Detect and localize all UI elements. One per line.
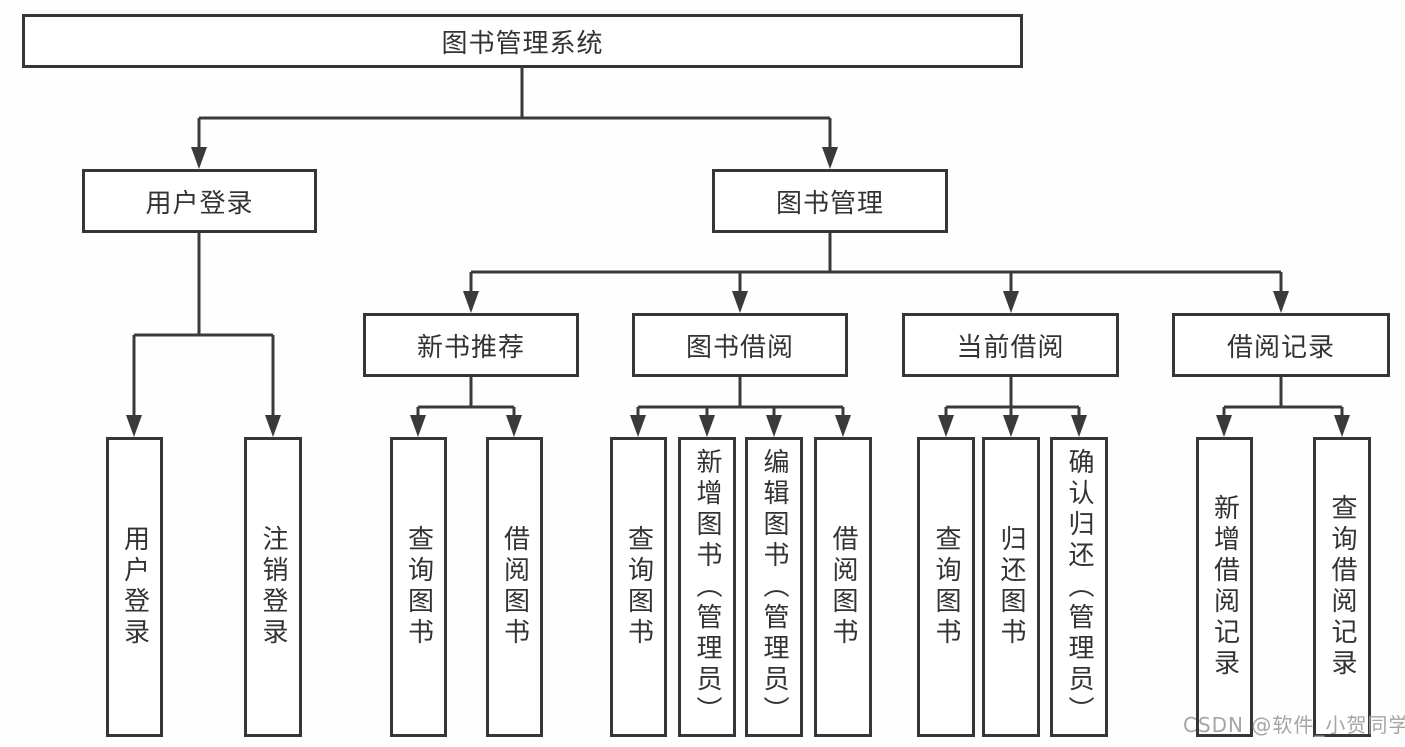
leaf-records-query-record: 查询借阅记录 bbox=[1313, 437, 1371, 737]
node-user-login-label: 用户登录 bbox=[145, 188, 254, 219]
node-new-book-recommend: 新书推荐 bbox=[363, 313, 579, 377]
node-user-login: 用户登录 bbox=[82, 169, 317, 233]
leaf-current-confirm-return-label: 确认归还（管理员） bbox=[1064, 447, 1094, 727]
connector-recommend-to-leaves bbox=[416, 377, 516, 417]
node-book-borrowing-label: 图书借阅 bbox=[685, 332, 794, 363]
leaf-recommend-query-books-label: 查询图书 bbox=[403, 525, 434, 649]
arrow-down-icon bbox=[1003, 291, 1019, 313]
arrow-down-icon bbox=[1071, 415, 1087, 437]
leaf-records-query-record-label: 查询借阅记录 bbox=[1327, 494, 1357, 680]
node-borrowing-records-label: 借阅记录 bbox=[1226, 332, 1335, 363]
leaf-user-login-label: 用户登录 bbox=[119, 525, 150, 649]
arrow-down-icon bbox=[265, 415, 281, 437]
arrow-down-icon bbox=[1273, 291, 1289, 313]
arrow-down-icon bbox=[938, 415, 954, 437]
connector-user-login-to-leaves bbox=[132, 233, 275, 417]
leaf-user-login: 用户登录 bbox=[106, 437, 163, 737]
arrow-down-icon bbox=[463, 291, 479, 313]
connector-current-to-leaves bbox=[944, 377, 1081, 417]
leaf-logout-label: 注销登录 bbox=[258, 525, 288, 649]
leaf-borrowing-add-books: 新增图书（管理员） bbox=[678, 437, 736, 737]
leaf-logout: 注销登录 bbox=[244, 437, 302, 737]
leaf-records-add-record: 新增借阅记录 bbox=[1196, 437, 1253, 737]
arrow-down-icon bbox=[1216, 415, 1232, 437]
arrow-down-icon bbox=[126, 415, 142, 437]
leaf-borrowing-edit-books: 编辑图书（管理员） bbox=[745, 437, 803, 737]
arrow-down-icon bbox=[410, 415, 426, 437]
connector-lines bbox=[132, 68, 1344, 417]
arrow-down-icon bbox=[630, 415, 646, 437]
leaf-current-query-books: 查询图书 bbox=[917, 437, 975, 737]
watermark: CSDN @软件_小贺同学 bbox=[1183, 713, 1405, 737]
leaf-recommend-query-books: 查询图书 bbox=[390, 437, 447, 737]
node-new-book-recommend-label: 新书推荐 bbox=[416, 332, 525, 363]
arrow-down-icon bbox=[822, 147, 838, 169]
connector-book-mgmt-to-level2 bbox=[469, 233, 1283, 293]
connector-root-to-level1 bbox=[197, 68, 832, 149]
arrow-down-icon bbox=[835, 415, 851, 437]
leaf-borrowing-query-books: 查询图书 bbox=[610, 437, 667, 737]
arrow-down-icon bbox=[766, 415, 782, 437]
node-book-borrowing: 图书借阅 bbox=[632, 313, 848, 377]
leaf-borrowing-query-books-label: 查询图书 bbox=[623, 525, 654, 649]
leaf-recommend-borrow-books-label: 借阅图书 bbox=[499, 525, 530, 649]
node-book-management: 图书管理 bbox=[712, 169, 948, 233]
arrow-down-icon bbox=[506, 415, 522, 437]
node-book-management-label: 图书管理 bbox=[775, 188, 884, 219]
node-current-borrowing-label: 当前借阅 bbox=[956, 332, 1065, 363]
node-root-label: 图书管理系统 bbox=[441, 28, 604, 59]
arrow-down-icon bbox=[191, 147, 207, 169]
arrow-down-icon bbox=[1334, 415, 1350, 437]
arrow-down-icon bbox=[732, 291, 748, 313]
leaf-borrowing-edit-books-label: 编辑图书（管理员） bbox=[759, 447, 789, 727]
node-root: 图书管理系统 bbox=[22, 14, 1023, 68]
leaf-current-query-books-label: 查询图书 bbox=[931, 525, 961, 649]
arrow-down-icon bbox=[699, 415, 715, 437]
arrowheads bbox=[126, 147, 1350, 437]
leaf-borrowing-borrow-books-label: 借阅图书 bbox=[828, 525, 858, 649]
leaf-records-add-record-label: 新增借阅记录 bbox=[1209, 494, 1240, 680]
leaf-current-confirm-return: 确认归还（管理员） bbox=[1050, 437, 1108, 737]
leaf-borrowing-borrow-books: 借阅图书 bbox=[814, 437, 872, 737]
leaf-recommend-borrow-books: 借阅图书 bbox=[486, 437, 543, 737]
leaf-current-return-books: 归还图书 bbox=[982, 437, 1040, 737]
connector-borrowing-to-leaves bbox=[636, 377, 845, 417]
leaf-current-return-books-label: 归还图书 bbox=[996, 525, 1026, 649]
node-current-borrowing: 当前借阅 bbox=[902, 313, 1119, 377]
arrow-down-icon bbox=[1003, 415, 1019, 437]
node-borrowing-records: 借阅记录 bbox=[1172, 313, 1390, 377]
leaf-borrowing-add-books-label: 新增图书（管理员） bbox=[692, 447, 722, 727]
connector-records-to-leaves bbox=[1222, 377, 1344, 417]
